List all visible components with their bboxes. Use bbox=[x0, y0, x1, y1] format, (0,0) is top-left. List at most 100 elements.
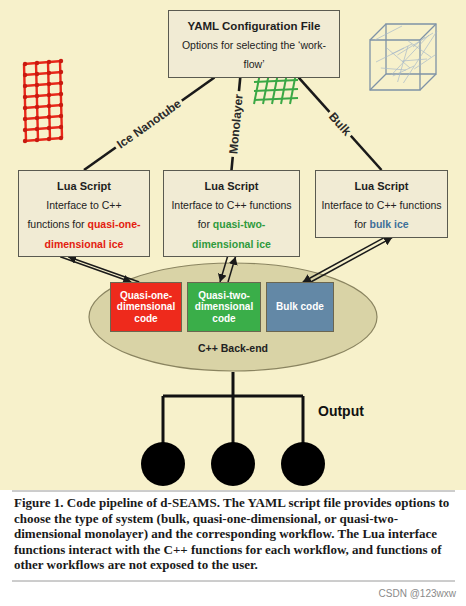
lua-script-box: Lua ScriptInterface to C++ functions for… bbox=[18, 170, 150, 257]
lattice-atom bbox=[59, 114, 63, 118]
lattice-atom bbox=[35, 72, 39, 76]
connector bbox=[84, 78, 214, 170]
backend-label: C++ Back-end bbox=[88, 342, 378, 354]
cube-edge bbox=[420, 24, 436, 40]
mesh-bond bbox=[254, 98, 298, 100]
lattice-atom bbox=[35, 138, 39, 142]
lattice-atom bbox=[59, 136, 63, 140]
box-heading: Lua Script bbox=[205, 180, 259, 192]
text-line: Lua Script bbox=[24, 175, 144, 194]
lattice-atom bbox=[47, 71, 51, 75]
code-label: Bulk code bbox=[276, 301, 324, 313]
cube-hatch-line bbox=[397, 33, 433, 55]
box-body: Options for selecting the ‘work-flow’ bbox=[182, 39, 326, 70]
caption-rule bbox=[12, 581, 455, 582]
cube-hatch-line bbox=[408, 41, 431, 57]
lattice-atom bbox=[35, 83, 39, 87]
cube-front bbox=[370, 40, 420, 90]
code-label: Quasi-two-dimensional code bbox=[190, 290, 258, 325]
cube-hatch-line bbox=[403, 31, 437, 83]
mesh-bond bbox=[254, 80, 298, 82]
lattice-atom bbox=[23, 62, 27, 66]
connector bbox=[220, 257, 228, 282]
text-line: Lua Script bbox=[321, 175, 442, 194]
lattice-atom bbox=[47, 137, 51, 141]
lua-script-box: Lua ScriptInterface to C++ functions for… bbox=[163, 170, 300, 257]
ellipse-shape bbox=[89, 263, 377, 371]
lattice-atom bbox=[59, 125, 63, 129]
lattice-atom bbox=[35, 94, 39, 98]
cube-hatch-line bbox=[381, 68, 406, 70]
box-body: bulk ice bbox=[370, 218, 409, 230]
lattice-atom bbox=[47, 104, 51, 108]
box-heading: Lua Script bbox=[57, 180, 111, 192]
lattice-atom bbox=[47, 115, 51, 119]
lattice-atom bbox=[35, 116, 39, 120]
config-box: YAML Configuration FileOptions for selec… bbox=[168, 10, 340, 78]
code-box: Quasi-two-dimensional code bbox=[187, 282, 261, 332]
edge-label: Monolayer bbox=[226, 90, 246, 157]
lattice-bond bbox=[24, 83, 62, 86]
lattice-atom bbox=[59, 81, 63, 85]
branch-line bbox=[232, 396, 235, 443]
lattice-bond bbox=[24, 116, 62, 119]
connector bbox=[68, 257, 139, 282]
lattice-atom bbox=[23, 95, 27, 99]
output-branches bbox=[163, 372, 303, 443]
lattice-atom bbox=[35, 127, 39, 131]
watermark: CSDN @123wxw bbox=[379, 588, 456, 599]
output-label: Output bbox=[318, 403, 364, 419]
lattice-atom bbox=[35, 105, 39, 109]
connector bbox=[299, 78, 382, 170]
connector bbox=[311, 238, 392, 282]
text-line: Interface to C++ functions forquasi-two-… bbox=[169, 194, 294, 252]
lattice-atom bbox=[23, 117, 27, 121]
lattice-atom bbox=[47, 93, 51, 97]
lattice-atom bbox=[23, 139, 27, 143]
lattice-bond bbox=[24, 94, 62, 97]
lattice-atom bbox=[35, 61, 39, 65]
lattice-bond bbox=[24, 61, 62, 64]
cube-hatch-line bbox=[376, 44, 412, 62]
caption-rule bbox=[12, 491, 455, 492]
lattice-atom bbox=[47, 82, 51, 86]
lattice-atom bbox=[23, 73, 27, 77]
lattice-atom bbox=[23, 84, 27, 88]
lattice-bond bbox=[24, 127, 62, 130]
lattice-bond bbox=[24, 72, 62, 75]
code-box: Quasi-one-dimensional code bbox=[110, 282, 182, 332]
code-box: Bulk code bbox=[266, 282, 334, 332]
connector bbox=[303, 238, 384, 282]
bulk-cube-illustration bbox=[364, 14, 444, 94]
text-line: Interface to C++ functions forbulk ice bbox=[321, 194, 442, 232]
text-line: YAML Configuration File bbox=[175, 15, 333, 34]
box-heading: Lua Script bbox=[355, 180, 409, 192]
lattice-bond bbox=[24, 138, 62, 141]
code-label: Quasi-one-dimensional code bbox=[113, 290, 179, 325]
lattice-atom bbox=[59, 103, 63, 107]
output-circle bbox=[281, 442, 325, 486]
edge-label: Bulk bbox=[324, 107, 356, 140]
lattice-atom bbox=[47, 60, 51, 64]
output-circle bbox=[141, 442, 185, 486]
edge-label: Ice Nanotube bbox=[112, 95, 186, 153]
cube-hatch-line bbox=[375, 26, 402, 40]
text-line: Interface to C++ functions forquasi-one-… bbox=[24, 194, 144, 252]
cube-edge bbox=[420, 74, 436, 90]
connector bbox=[228, 257, 236, 282]
nanotube-illustration bbox=[16, 58, 70, 150]
figure-caption: Figure 1. Code pipeline of d-SEAMS. The … bbox=[14, 495, 454, 573]
cube-edge bbox=[370, 74, 386, 90]
cube-outline bbox=[370, 24, 436, 90]
text-line: Options for selecting the ‘work-flow’ bbox=[175, 34, 333, 72]
lattice-atom bbox=[47, 126, 51, 130]
branch-line bbox=[232, 372, 235, 396]
text-line: Lua Script bbox=[169, 175, 294, 194]
backend-ellipse: C++ Back-end Quasi-one-dimensional code Qu… bbox=[88, 262, 378, 372]
lattice-atom bbox=[59, 59, 63, 63]
branch-line bbox=[302, 396, 305, 443]
branch-line bbox=[162, 396, 165, 443]
lattice-atom bbox=[59, 92, 63, 96]
lua-script-box: Lua ScriptInterface to C++ functions for… bbox=[315, 170, 448, 238]
cube-back bbox=[386, 24, 436, 74]
